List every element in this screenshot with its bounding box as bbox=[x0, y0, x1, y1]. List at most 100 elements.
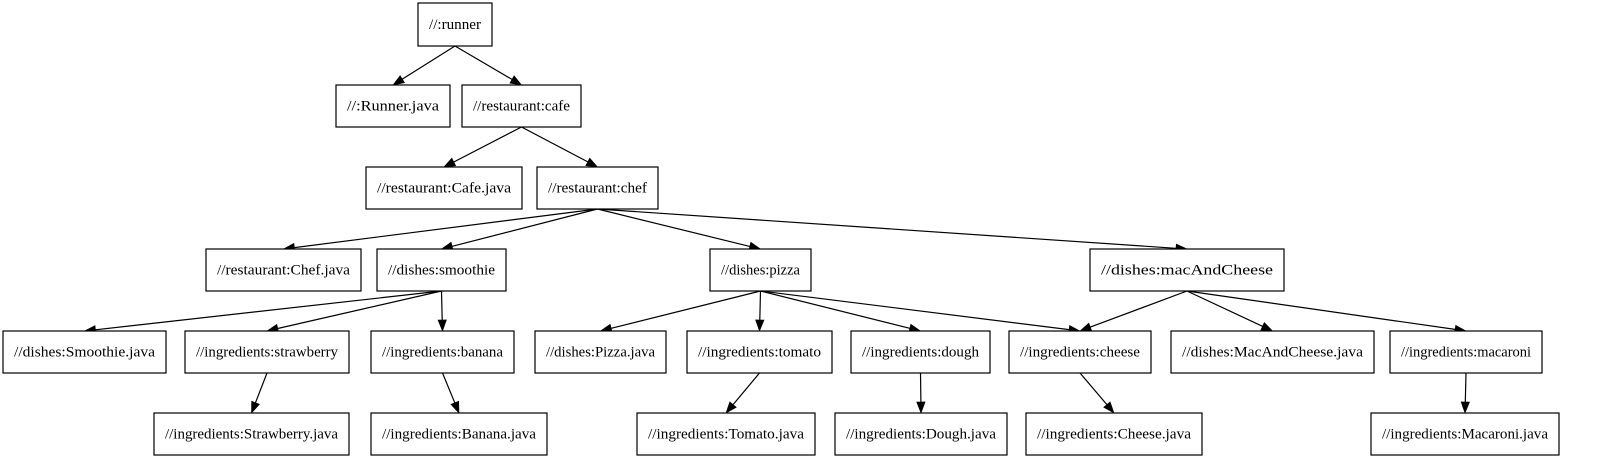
node-box bbox=[370, 412, 548, 456]
graph-node-ing_cheese[interactable]: //ingredients:cheese bbox=[1008, 330, 1152, 374]
node-box bbox=[1170, 330, 1375, 374]
node-label: //dishes:Pizza.java bbox=[546, 344, 655, 360]
graph-edge bbox=[282, 208, 598, 253]
node-box bbox=[1389, 330, 1543, 374]
graph-node-runner[interactable]: //:runner bbox=[417, 2, 493, 47]
node-label: //ingredients:cheese bbox=[1020, 344, 1140, 360]
node-box bbox=[153, 412, 350, 456]
graph-edge bbox=[1460, 372, 1470, 414]
graph-edge bbox=[266, 290, 442, 333]
node-label: //restaurant:Cafe.java bbox=[377, 180, 511, 196]
graph-node-chef_java[interactable]: //restaurant:Chef.java bbox=[205, 248, 362, 292]
node-box bbox=[686, 330, 833, 374]
graph-edge bbox=[441, 372, 460, 414]
graph-node-restaurant_cafe[interactable]: //restaurant:cafe bbox=[461, 84, 582, 128]
node-box bbox=[709, 248, 812, 292]
graph-edge bbox=[521, 126, 599, 168]
graph-node-restaurant_chef[interactable]: //restaurant:chef bbox=[536, 166, 659, 210]
node-label: //ingredients:Strawberry.java bbox=[165, 426, 338, 442]
graph-edge bbox=[440, 208, 598, 251]
graph-node-ing_tomato[interactable]: //ingredients:tomato bbox=[686, 330, 833, 374]
graph-edge bbox=[597, 208, 762, 251]
node-box bbox=[417, 2, 493, 47]
graph-node-cheese_java[interactable]: //ingredients:Cheese.java bbox=[1025, 412, 1203, 456]
node-label: //dishes:pizza bbox=[721, 262, 800, 278]
graph-edge bbox=[755, 290, 765, 332]
graph-node-runner_java[interactable]: //:Runner.java bbox=[335, 84, 451, 128]
graph-edge bbox=[760, 290, 922, 333]
node-label: //ingredients:banana bbox=[382, 344, 503, 360]
graph-edge bbox=[760, 290, 1081, 335]
graph-node-dishes_pizza[interactable]: //dishes:pizza bbox=[709, 248, 812, 292]
node-label: //ingredients:Tomato.java bbox=[648, 426, 804, 442]
edge-layer bbox=[83, 45, 1470, 414]
graph-node-tomato_java[interactable]: //ingredients:Tomato.java bbox=[636, 412, 816, 456]
graph-node-macaroni_java[interactable]: //ingredients:Macaroni.java bbox=[1370, 412, 1560, 456]
arrowhead-icon bbox=[1103, 401, 1115, 414]
arrowhead-icon bbox=[585, 157, 599, 168]
node-box bbox=[1025, 412, 1203, 456]
node-label: //dishes:smoothie bbox=[388, 262, 495, 278]
arrowhead-icon bbox=[755, 319, 765, 332]
graph-node-cafe_java[interactable]: //restaurant:Cafe.java bbox=[365, 166, 523, 210]
graph-node-smoothie_java[interactable]: //dishes:Smoothie.java bbox=[2, 330, 167, 374]
graph-edge bbox=[437, 290, 447, 332]
node-box bbox=[1089, 248, 1285, 292]
arrowhead-icon bbox=[509, 75, 523, 86]
arrowhead-icon bbox=[1260, 321, 1274, 332]
node-label: //restaurant:cafe bbox=[473, 98, 570, 114]
graph-node-mac_java[interactable]: //dishes:MacAndCheese.java bbox=[1170, 330, 1375, 374]
node-box bbox=[2, 330, 167, 374]
graph-node-ing_strawberry[interactable]: //ingredients:strawberry bbox=[184, 330, 350, 374]
graph-node-banana_java[interactable]: //ingredients:Banana.java bbox=[370, 412, 548, 456]
graph-edge bbox=[725, 372, 760, 414]
arrowhead-icon bbox=[450, 400, 460, 414]
node-box bbox=[365, 166, 523, 210]
arrowhead-icon bbox=[443, 157, 457, 168]
graph-edge bbox=[83, 290, 442, 335]
node-label: //ingredients:strawberry bbox=[196, 344, 338, 360]
arrowhead-icon bbox=[916, 401, 926, 414]
graph-node-pizza_java[interactable]: //dishes:Pizza.java bbox=[534, 330, 667, 374]
node-label: //ingredients:dough bbox=[862, 344, 979, 360]
node-box bbox=[536, 166, 659, 210]
arrowhead-icon bbox=[392, 75, 405, 86]
graph-node-dishes_mac[interactable]: //dishes:macAndCheese bbox=[1089, 248, 1285, 292]
graph-node-ing_banana[interactable]: //ingredients:banana bbox=[370, 330, 515, 374]
node-box bbox=[534, 330, 667, 374]
node-label: //restaurant:Chef.java bbox=[217, 262, 350, 278]
node-label: //dishes:MacAndCheese.java bbox=[1182, 344, 1363, 360]
node-box bbox=[461, 84, 582, 128]
node-box bbox=[1370, 412, 1560, 456]
node-box bbox=[834, 412, 1008, 456]
graph-node-dishes_smoothie[interactable]: //dishes:smoothie bbox=[376, 248, 507, 292]
node-label: //dishes:macAndCheese bbox=[1101, 262, 1273, 278]
arrowhead-icon bbox=[1079, 322, 1093, 332]
node-label: //dishes:Smoothie.java bbox=[14, 344, 155, 360]
arrowhead-icon bbox=[1460, 401, 1470, 414]
graph-edge bbox=[1186, 290, 1467, 334]
node-box bbox=[850, 330, 991, 374]
node-box bbox=[205, 248, 362, 292]
graph-edge bbox=[443, 126, 522, 168]
node-label: //ingredients:Dough.java bbox=[846, 426, 996, 442]
graph-node-strawberry_java[interactable]: //ingredients:Strawberry.java bbox=[153, 412, 350, 456]
graph-edge bbox=[599, 290, 761, 333]
graph-edge bbox=[1079, 372, 1115, 414]
graph-edge bbox=[916, 372, 926, 414]
arrowhead-icon bbox=[725, 401, 737, 414]
arrowhead-icon bbox=[437, 319, 447, 332]
node-label: //ingredients:macaroni bbox=[1401, 344, 1531, 360]
node-box bbox=[370, 330, 515, 374]
graph-node-ing_macaroni[interactable]: //ingredients:macaroni bbox=[1389, 330, 1543, 374]
node-label: //:runner bbox=[429, 17, 481, 33]
node-box bbox=[636, 412, 816, 456]
node-label: //:Runner.java bbox=[347, 98, 439, 114]
node-label: //ingredients:Banana.java bbox=[382, 426, 536, 442]
graph-node-ing_dough[interactable]: //ingredients:dough bbox=[850, 330, 991, 374]
arrowhead-icon bbox=[251, 400, 260, 414]
graph-node-dough_java[interactable]: //ingredients:Dough.java bbox=[834, 412, 1008, 456]
node-box bbox=[335, 84, 451, 128]
